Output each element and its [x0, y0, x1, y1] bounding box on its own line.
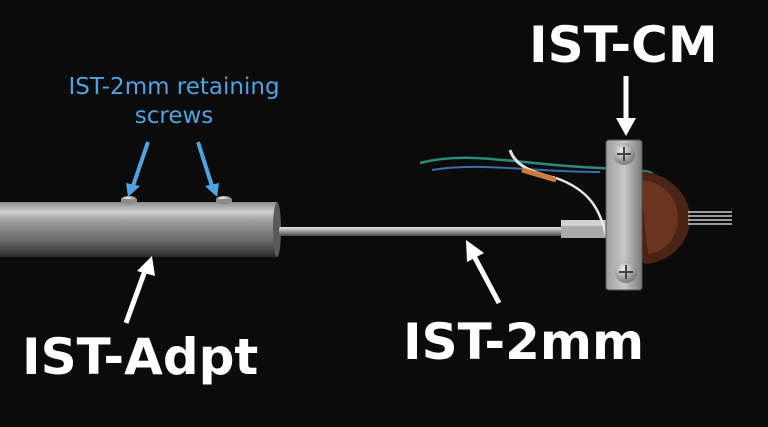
- retaining-screw-right: [216, 196, 232, 204]
- ist-cm-plate: [605, 139, 643, 291]
- ist-adpt-label: IST-Adpt: [22, 328, 259, 386]
- ist-2mm-rod: [279, 220, 608, 238]
- ist-adapter-cylinder: [0, 202, 281, 257]
- arrow-adpt: [123, 256, 155, 324]
- plate-screw-bottom: [615, 261, 637, 283]
- ist-2mm-label: IST-2mm: [403, 313, 645, 371]
- retaining-screws-label-line1: IST-2mm retaining: [68, 74, 280, 100]
- arrow-2mm: [466, 240, 502, 305]
- arrow-screw-right: [196, 141, 219, 197]
- epoxy-connector: [634, 171, 732, 264]
- ist-cm-label: IST-CM: [529, 16, 718, 74]
- retaining-screws-label: IST-2mm retaining screws: [44, 73, 304, 131]
- retaining-screws-label-line2: screws: [134, 103, 214, 129]
- retaining-screw-left: [121, 196, 137, 204]
- arrow-cm: [616, 76, 636, 136]
- arrow-screw-left: [126, 141, 150, 197]
- plate-screw-top: [613, 143, 635, 165]
